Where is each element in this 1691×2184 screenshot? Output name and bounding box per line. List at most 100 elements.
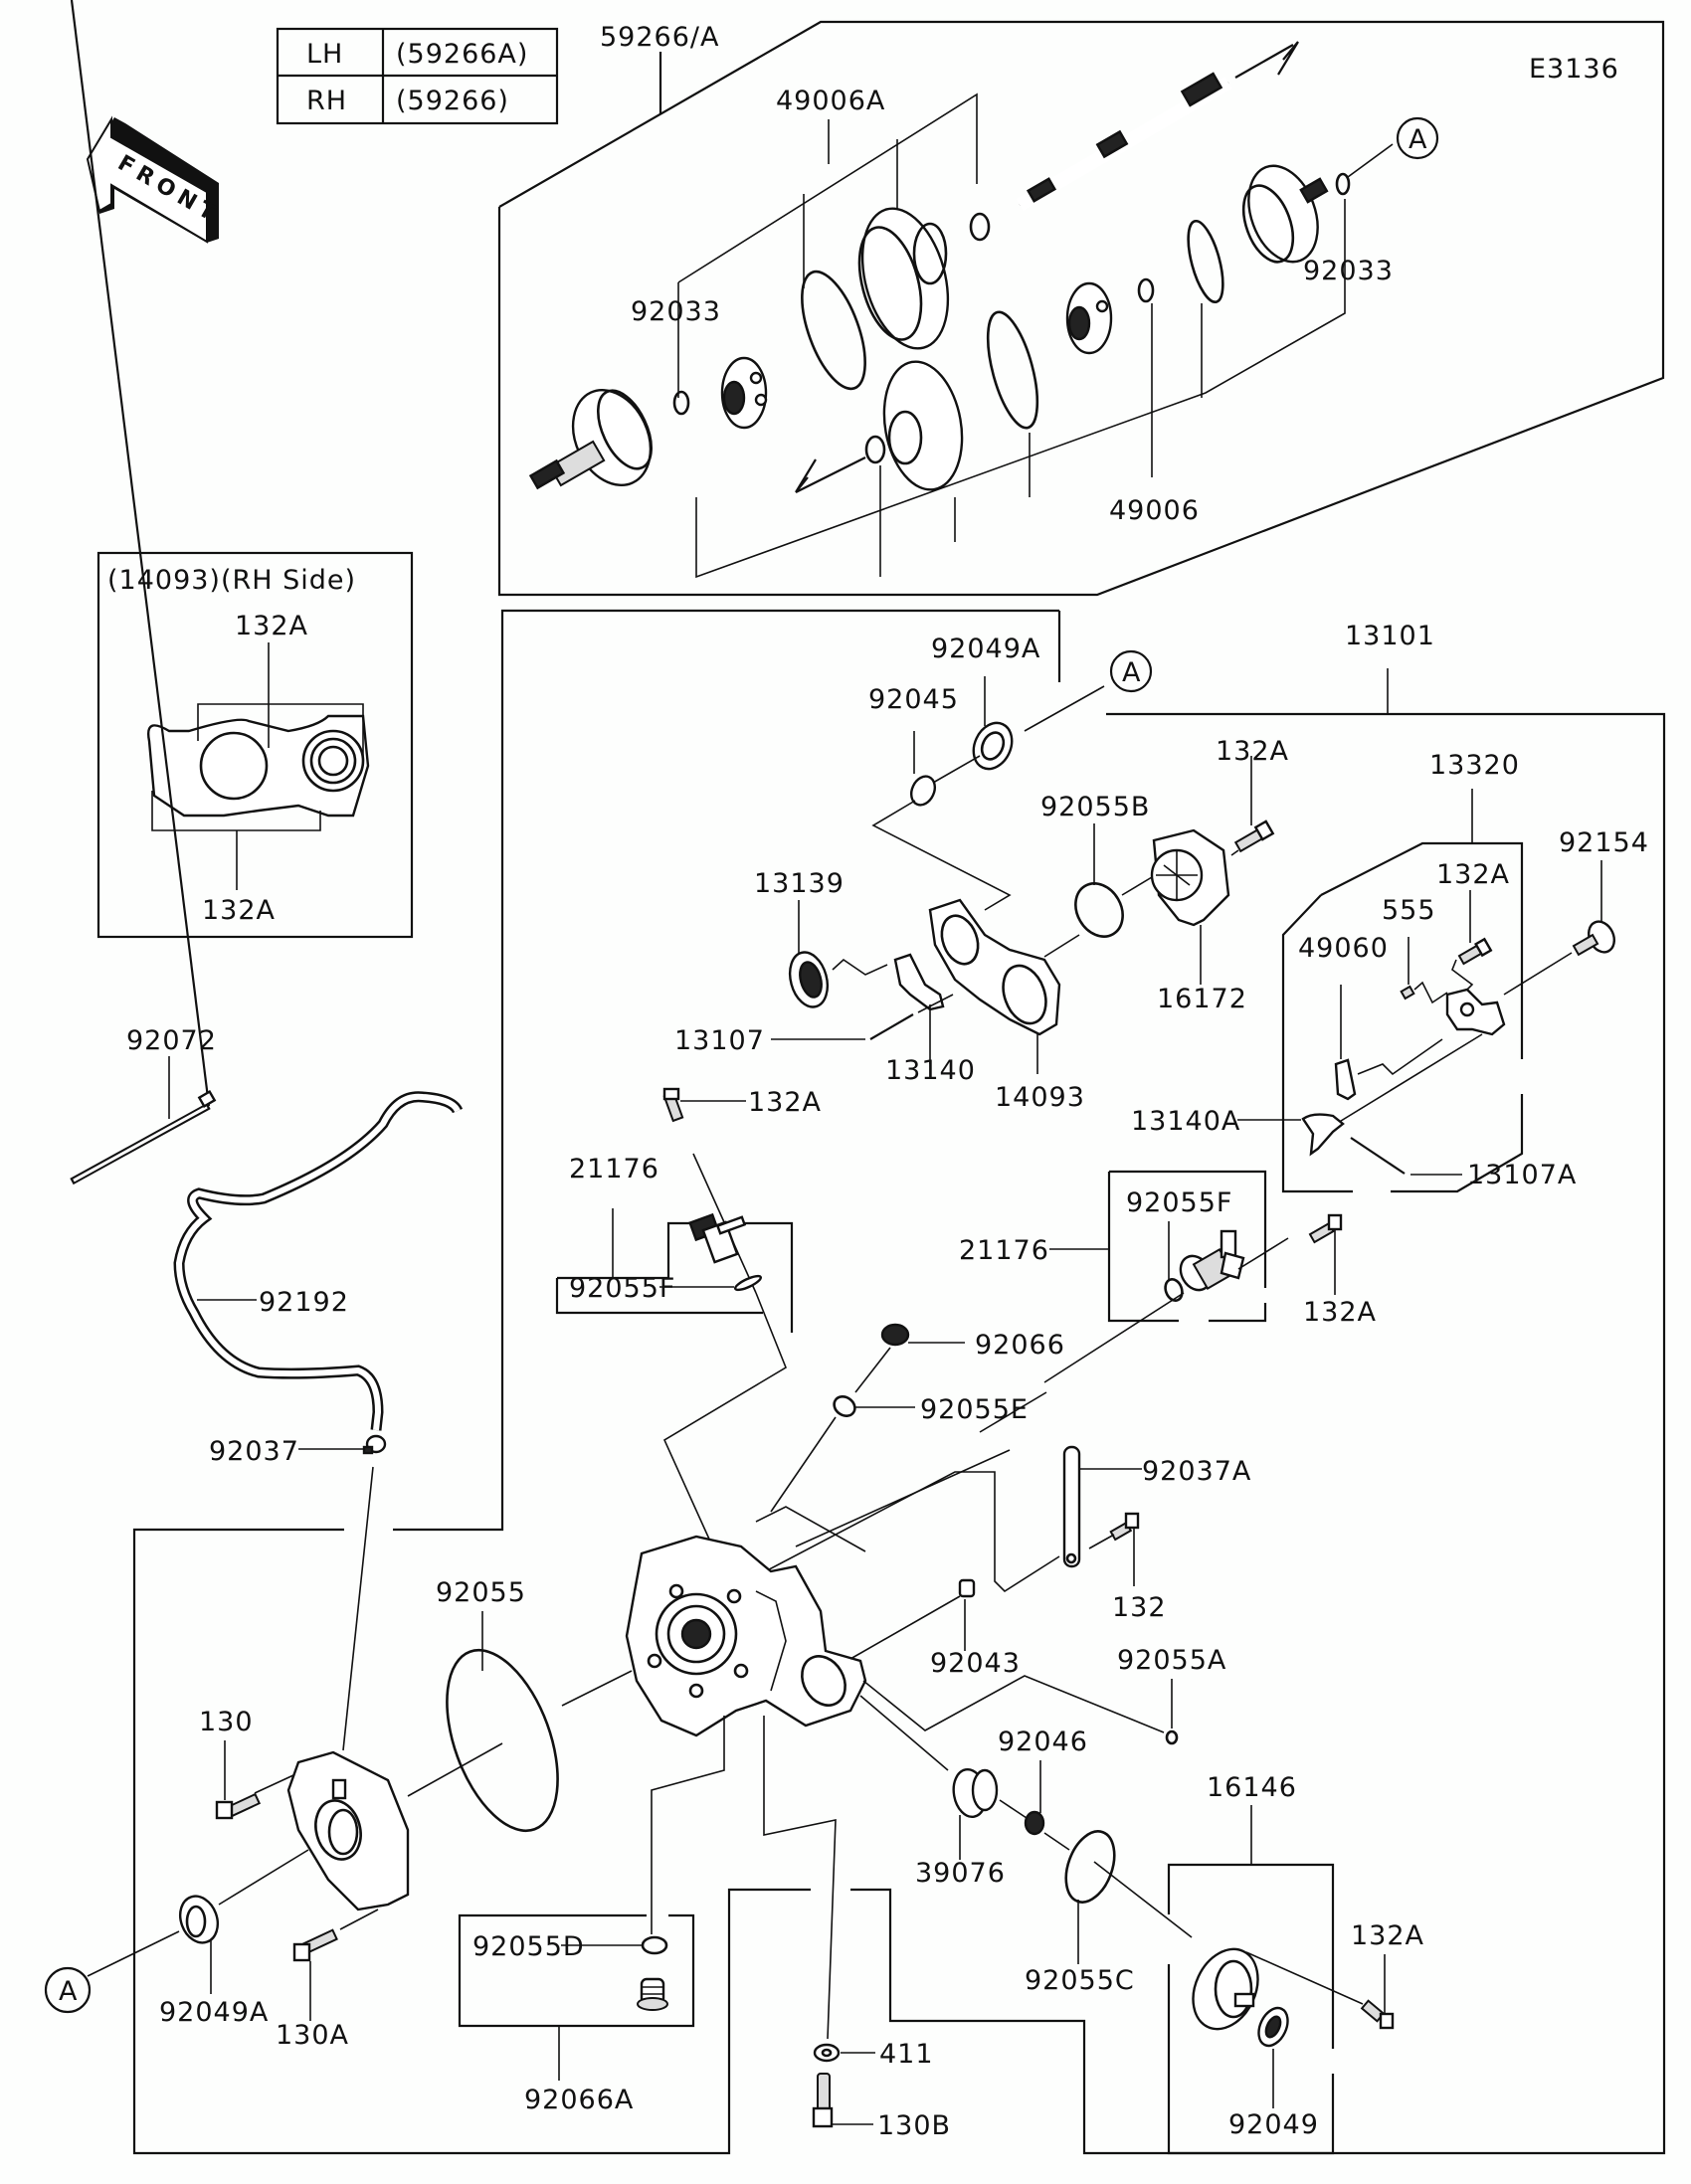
callout-92055F-left[interactable]: 92055F [569,1273,675,1304]
callout-92055F-right[interactable]: 92055F [1126,1187,1232,1218]
callout-16146[interactable]: 16146 [1207,1772,1297,1803]
bolt-130A[interactable] [292,1928,338,1962]
stop-ring-right[interactable] [1182,218,1230,305]
callout-132A-16172[interactable]: 132A [1216,736,1289,767]
callout-555[interactable]: 555 [1382,895,1436,926]
inset-callout-132A-bottom[interactable]: 132A [202,895,276,926]
o-ring-92055D[interactable] [641,1935,668,1955]
callout-92049A-top[interactable]: 92049A [931,634,1040,664]
coupling-39076[interactable] [950,1767,999,1820]
callout-92055D[interactable]: 92055D [472,1931,585,1962]
reference-marker-a-mid[interactable] [1109,649,1153,693]
bolt-132A-16172[interactable] [1233,819,1275,853]
callout-13107[interactable]: 13107 [674,1025,765,1056]
circlip-92033-right[interactable] [1335,172,1351,196]
callout-92045[interactable]: 92045 [868,684,959,715]
shift-drum-plate[interactable] [1445,988,1506,1036]
callout-92037A[interactable]: 92037A [1142,1456,1251,1487]
callout-13101[interactable]: 13101 [1345,621,1435,651]
oil-seal-92049A-top[interactable] [967,717,1020,776]
callout-92049[interactable]: 92049 [1228,2109,1319,2140]
callout-39076[interactable]: 39076 [915,1858,1006,1889]
shift-fork-13140[interactable] [893,953,945,1011]
callout-411[interactable]: 411 [879,2039,934,2070]
cover-14093-rh[interactable] [147,714,370,818]
strap-92037A[interactable] [1062,1445,1081,1568]
bolt-132[interactable] [1109,1512,1140,1542]
callout-92049A-bottom[interactable]: 92049A [159,1997,269,2028]
bolt-132A-13320[interactable] [1457,937,1493,966]
oil-seal-92049A-bottom[interactable] [174,1891,224,1947]
tripod-joint-left[interactable] [720,356,768,430]
shift-fork-13140A[interactable] [1301,1113,1345,1157]
callout-92066A[interactable]: 92066A [524,2085,634,2115]
bolt-132A-16146[interactable] [1360,1999,1395,2030]
callout-59266A[interactable]: 59266/A [600,22,719,53]
callout-130A[interactable]: 130A [276,2020,349,2051]
callout-130B[interactable]: 130B [877,2110,951,2141]
callout-92055A[interactable]: 92055A [1117,1645,1226,1676]
callout-49006[interactable]: 49006 [1109,495,1200,526]
callout-92066[interactable]: 92066 [975,1330,1065,1361]
callout-92046[interactable]: 92046 [998,1727,1088,1757]
callout-14093[interactable]: 14093 [995,1082,1085,1113]
clamp-92037[interactable] [362,1434,387,1455]
cover-lh[interactable] [286,1750,410,1911]
tripod-joint-right[interactable] [1065,281,1113,355]
reference-marker-a-top[interactable] [1396,116,1439,160]
callout-13140A[interactable]: 13140A [1131,1106,1240,1137]
callout-92033-right[interactable]: 92033 [1303,256,1394,286]
small-clip-upper[interactable] [969,212,991,242]
drain-plug-92066A[interactable] [637,1977,668,2011]
boot-band-49006A[interactable] [789,264,877,397]
side-table-lh-part[interactable]: (59266A) [396,39,528,70]
callout-92055B[interactable]: 92055B [1040,792,1150,822]
seal-92066[interactable] [880,1323,910,1347]
bolt-132A-sensor-left[interactable] [662,1087,684,1123]
callout-21176-left[interactable]: 21176 [569,1154,659,1184]
boot-49006[interactable] [874,355,971,495]
callout-21176-right[interactable]: 21176 [959,1235,1049,1266]
inner-cv-joint[interactable] [1234,156,1331,272]
callout-92055C[interactable]: 92055C [1025,1965,1135,1996]
pin-13107A[interactable] [1350,1137,1406,1175]
pin-13107[interactable] [869,1013,914,1040]
o-ring-92055[interactable] [425,1635,579,1845]
boot-49006A[interactable] [848,199,963,358]
shaft-92154[interactable] [1572,917,1619,957]
circlip-92033-mid[interactable] [1137,277,1155,303]
callout-49060[interactable]: 49060 [1298,933,1389,964]
callout-92192[interactable]: 92192 [259,1287,349,1318]
callout-92055E[interactable]: 92055E [920,1394,1029,1425]
bolt-130[interactable] [215,1792,262,1820]
reference-marker-a-bottom[interactable] [44,1966,92,2014]
callout-132A-sensor-right[interactable]: 132A [1303,1297,1377,1328]
callout-13140[interactable]: 13140 [885,1055,976,1086]
cover-14093[interactable] [928,898,1061,1036]
o-ring-92055E[interactable] [831,1392,858,1419]
pin-555[interactable] [1400,985,1415,1001]
callout-92037[interactable]: 92037 [209,1436,299,1467]
bolt-130B[interactable] [812,2073,834,2128]
washer-411[interactable] [813,2043,841,2063]
callout-92154[interactable]: 92154 [1559,827,1649,858]
oil-seal-92045[interactable] [907,773,940,809]
o-ring-92055F-right[interactable] [1163,1277,1186,1303]
dowel-92043[interactable] [958,1578,976,1598]
small-clip-lower[interactable] [864,435,886,464]
speed-sensor-21176-left[interactable] [688,1212,747,1264]
o-ring-92055F-left[interactable] [733,1273,763,1292]
circlip-92033-left[interactable] [672,390,690,416]
callout-13320[interactable]: 13320 [1429,750,1520,781]
breather-hose-92192[interactable] [173,1091,464,1431]
callout-132A-sensor-left[interactable]: 132A [748,1087,822,1118]
housing-main[interactable] [625,1535,867,1737]
cover-16146[interactable] [1181,1938,1270,2039]
callout-132[interactable]: 132 [1112,1592,1167,1623]
o-ring-92055B[interactable] [1066,875,1132,945]
bolt-132A-sensor-right[interactable] [1308,1213,1343,1244]
part-49060[interactable] [1334,1058,1357,1101]
gear-13139[interactable] [784,948,833,1010]
callout-49006A[interactable]: 49006A [776,86,885,116]
outer-cv-joint[interactable] [528,377,665,497]
